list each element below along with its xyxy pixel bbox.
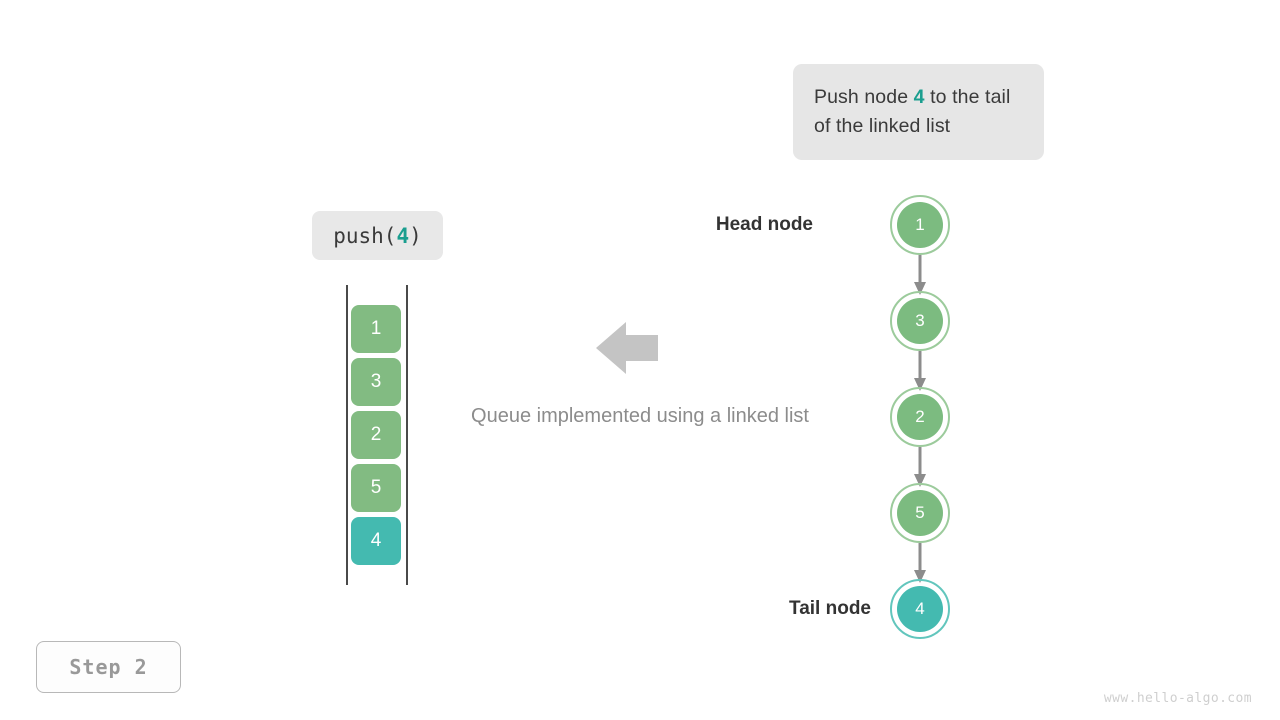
operation-prefix: push( [333, 223, 397, 248]
link-arrow-icon [914, 351, 926, 391]
tail-node-label: Tail node [789, 598, 871, 619]
list-node-tail: 4 [890, 579, 950, 639]
list-node: 5 [890, 483, 950, 543]
node-ring [890, 579, 950, 639]
queue-cell-new: 4 [351, 517, 401, 565]
operation-label: push(4) [312, 211, 443, 260]
callout-box: Push node 4 to the tail of the linked li… [793, 64, 1044, 160]
queue-cell-list: 1 3 2 5 4 [351, 305, 401, 565]
list-node: 3 [890, 291, 950, 351]
node-ring [890, 387, 950, 447]
callout-text-after: to the tail of the linked list [814, 86, 1011, 137]
operation-argument: 4 [396, 223, 410, 248]
node-value: 3 [897, 298, 943, 344]
link-arrow-icon [914, 447, 926, 487]
queue-rail-left [346, 285, 348, 585]
diagram-caption: Queue implemented using a linked list [471, 405, 809, 427]
step-badge: Step 2 [36, 641, 181, 693]
linked-list: 1 3 2 5 4 [860, 180, 980, 650]
list-node: 2 [890, 387, 950, 447]
link-arrow-icon [914, 255, 926, 295]
queue-cell: 1 [351, 305, 401, 353]
callout-highlight-value: 4 [913, 86, 925, 108]
callout-text: Push node 4 to the tail of the linked li… [814, 83, 1023, 141]
queue-cell: 3 [351, 358, 401, 406]
queue-cell: 5 [351, 464, 401, 512]
left-arrow-icon [596, 322, 658, 374]
queue-rail-right [406, 285, 408, 585]
node-ring [890, 483, 950, 543]
node-ring [890, 195, 950, 255]
queue-column: 1 3 2 5 4 [346, 285, 408, 585]
node-ring [890, 291, 950, 351]
watermark: www.hello-algo.com [1103, 691, 1252, 706]
node-value: 5 [897, 490, 943, 536]
list-node-head: 1 [890, 195, 950, 255]
queue-cell: 2 [351, 411, 401, 459]
callout-text-before: Push node [814, 86, 914, 108]
head-node-label: Head node [715, 214, 813, 235]
link-arrow-icon [914, 543, 926, 583]
node-value: 1 [897, 202, 943, 248]
node-value: 2 [897, 394, 943, 440]
node-value: 4 [897, 586, 943, 632]
operation-suffix: ) [409, 223, 422, 248]
